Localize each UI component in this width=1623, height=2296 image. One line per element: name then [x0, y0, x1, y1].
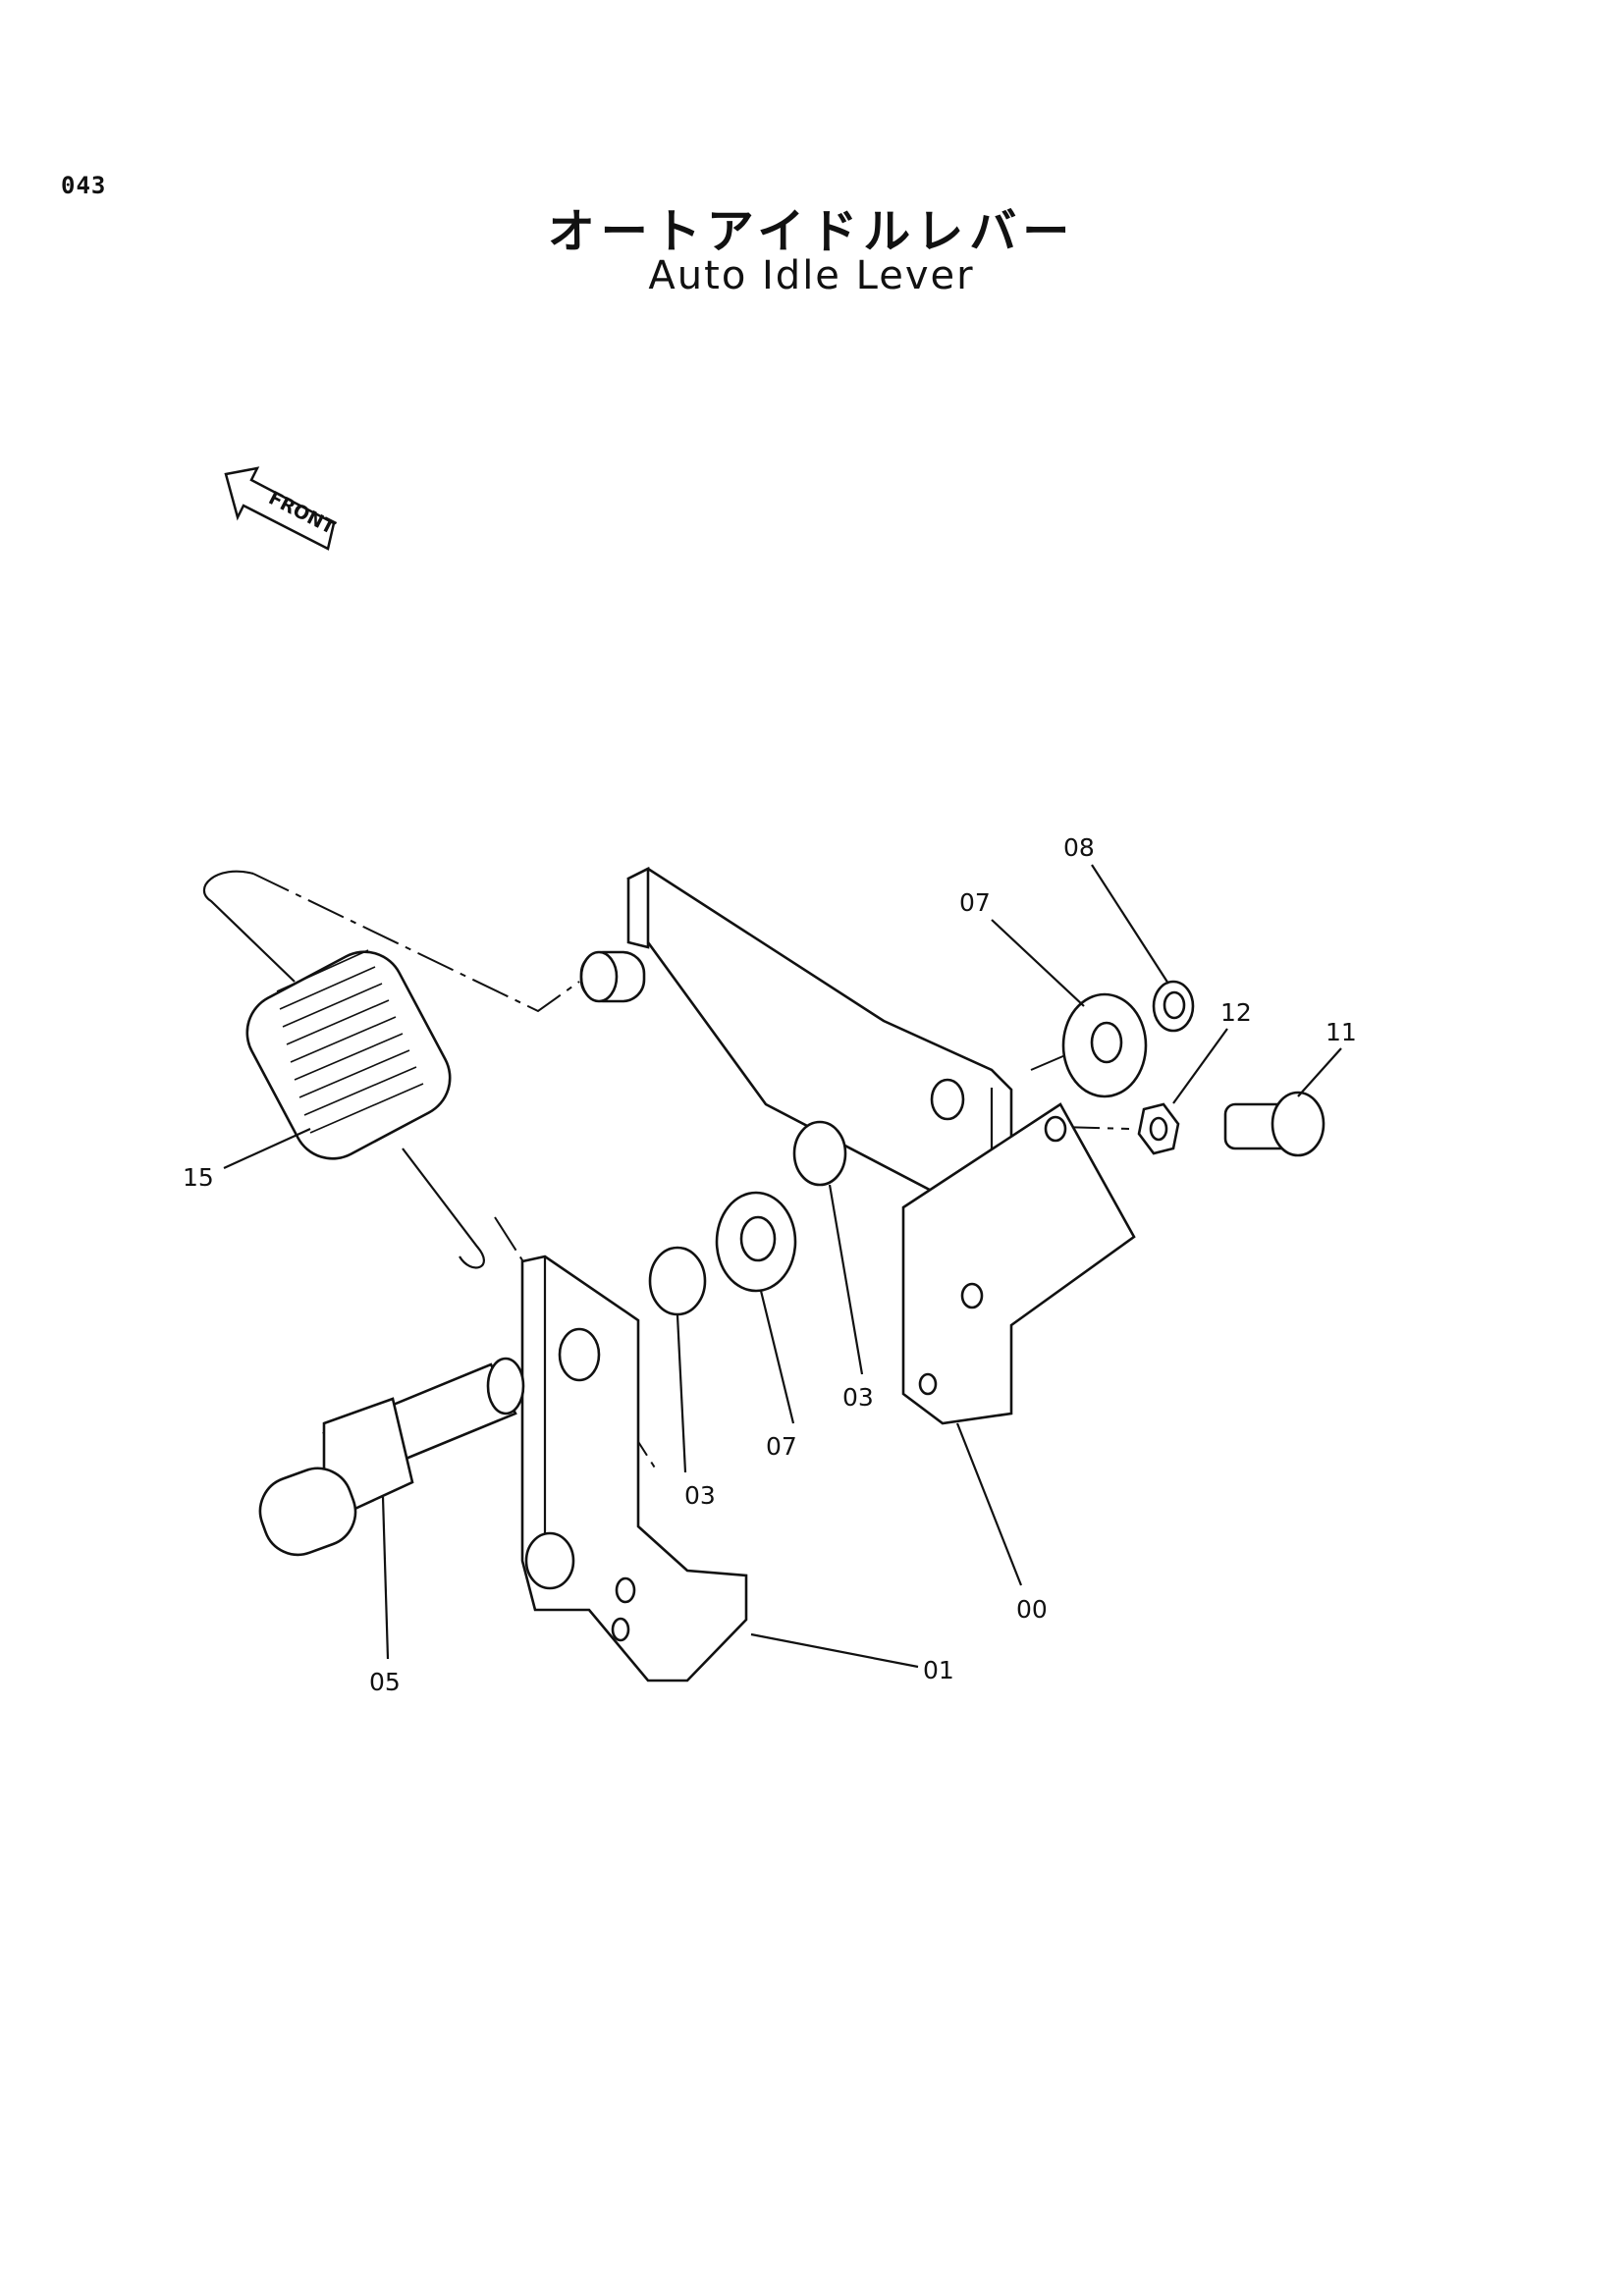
- callout-15: 15: [183, 1163, 214, 1192]
- nut-part-12: [1137, 1102, 1180, 1155]
- page-title-english: Auto Idle Lever: [648, 253, 975, 298]
- leader-lines: [223, 864, 1342, 1669]
- front-direction-badge: FRONT: [224, 466, 339, 551]
- callout-12: 12: [1220, 998, 1252, 1027]
- callout-11: 11: [1325, 1018, 1357, 1046]
- main-lever-part-00: [579, 866, 1136, 1425]
- front-arrow-icon: [224, 466, 336, 551]
- snap-ring-part-08: [1152, 980, 1195, 1033]
- bolt-part-11: [1223, 1091, 1325, 1157]
- callout-08: 08: [1063, 833, 1095, 862]
- page-title-japanese: オートアイドルレバー: [547, 204, 1076, 259]
- callout-01: 01: [923, 1656, 954, 1684]
- callout-00: 00: [1016, 1595, 1048, 1624]
- washer-part-07-upper: [1061, 992, 1148, 1098]
- page-number: 043: [61, 172, 107, 199]
- callout-03-lower: 03: [684, 1481, 716, 1510]
- bracket-part-01: [520, 1255, 748, 1682]
- tension-spring-part-15: [203, 870, 485, 1269]
- bushing-part-03-upper: [792, 1120, 847, 1187]
- callout-05: 05: [369, 1668, 401, 1696]
- bushing-part-03-lower: [648, 1246, 707, 1316]
- assembly-line-spring-top: [252, 873, 580, 1013]
- callout-07-upper: 07: [959, 888, 991, 917]
- callout-07-lower: 07: [766, 1432, 797, 1461]
- washer-part-07-lower: [715, 1191, 797, 1293]
- stud-shaft-part-05: [258, 1357, 525, 1557]
- callout-03-upper: 03: [842, 1383, 874, 1412]
